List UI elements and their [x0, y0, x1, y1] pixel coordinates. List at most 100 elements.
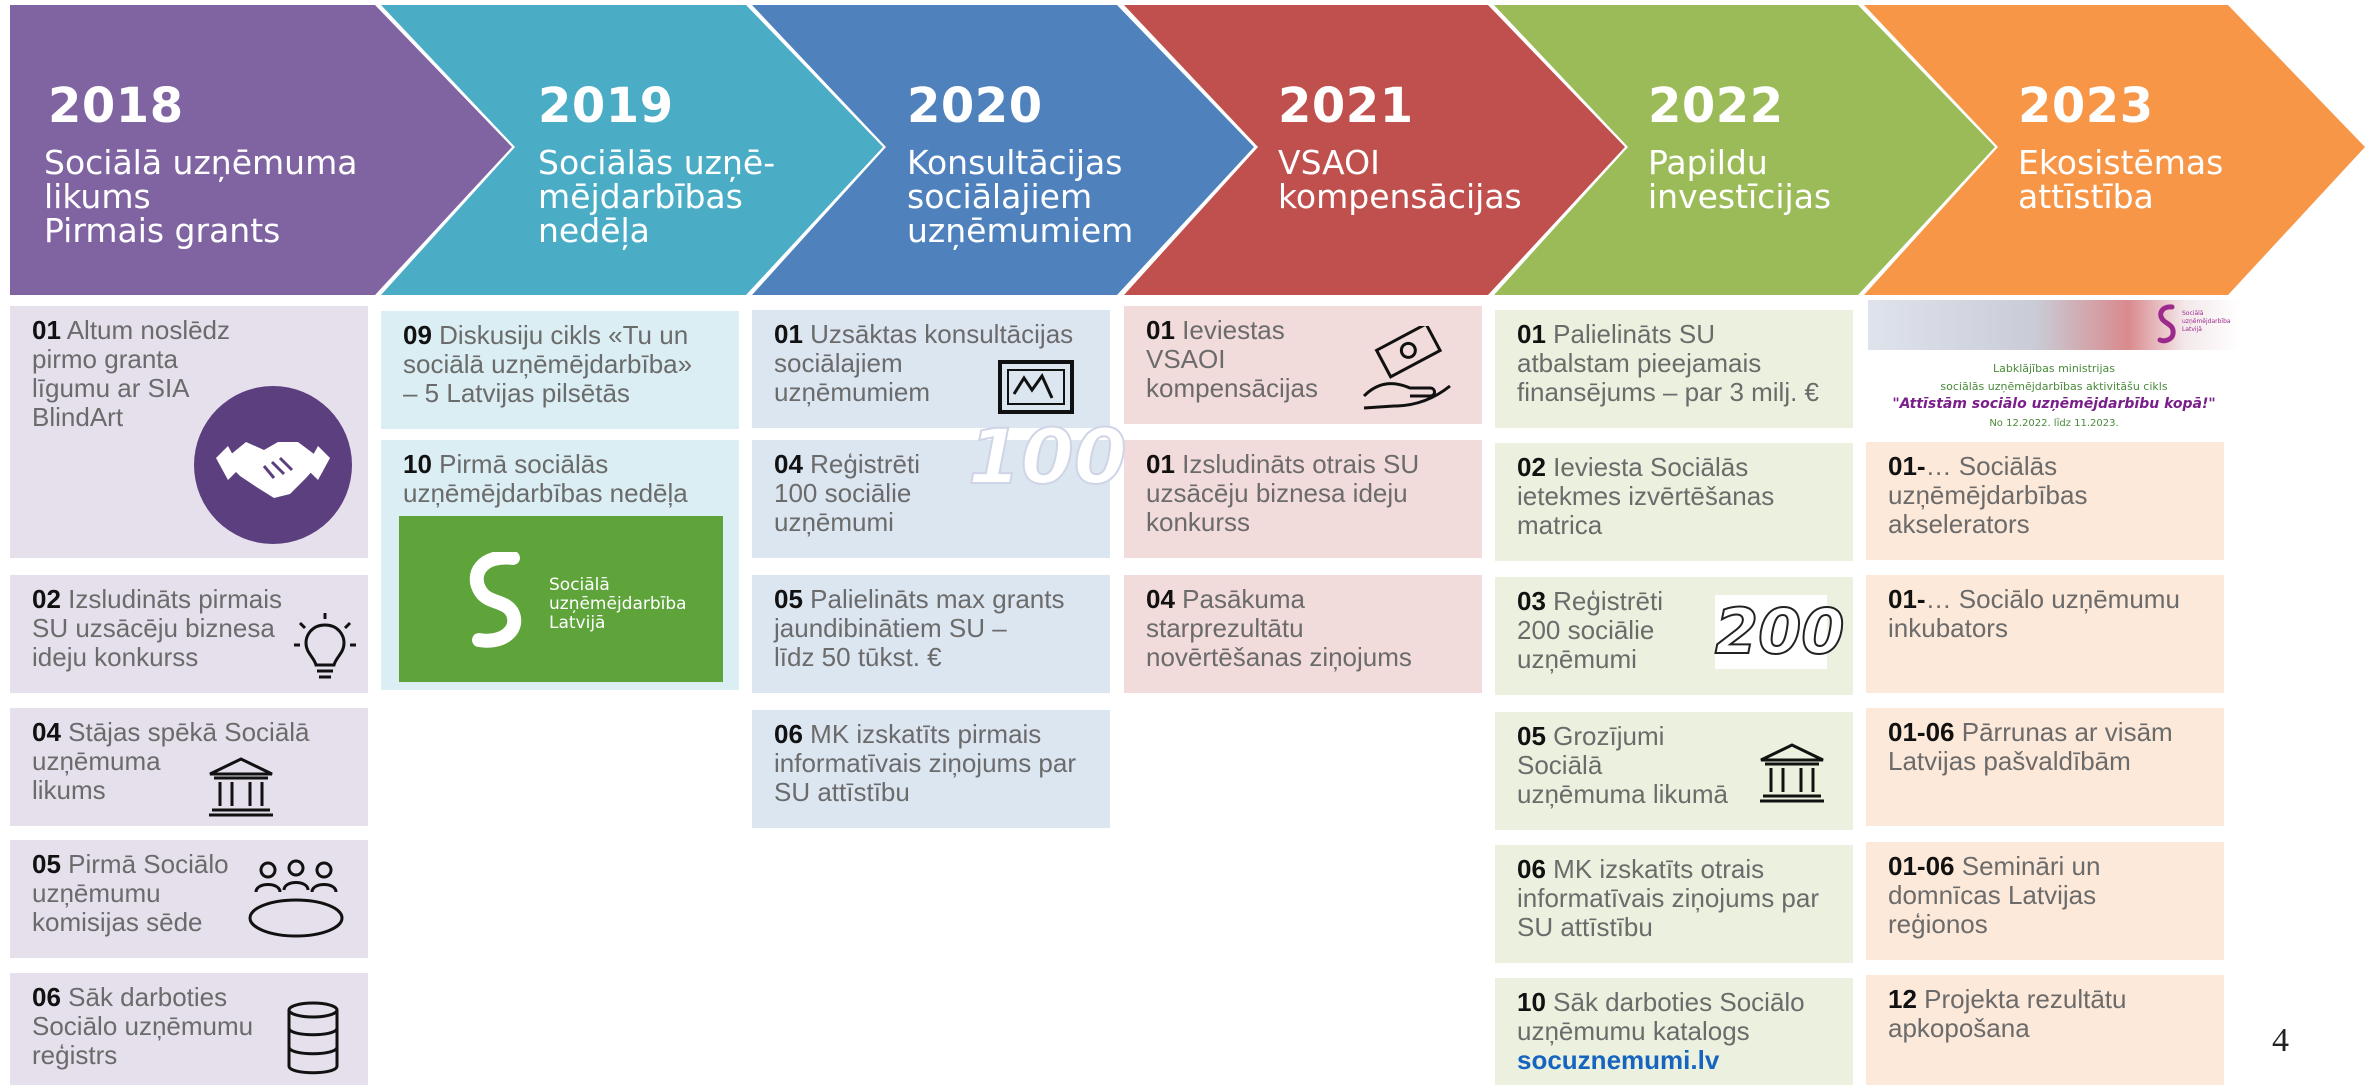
milestone-text: Pārrunas ar visām Latvijas pašvaldībām: [1888, 717, 2173, 776]
milestone-code: 05: [32, 849, 61, 879]
milestone-text: MK izskatīts otrais informatīvais ziņoju…: [1517, 854, 1819, 942]
milestone-card: 01-06 Pārrunas ar visām Latvijas pašvald…: [1866, 708, 2224, 826]
two-hundred-icon: 200: [1714, 594, 1845, 669]
year-label: 2021: [1278, 78, 1414, 134]
timeline-chevrons: [10, 5, 2365, 295]
milestone-code: 01-: [1888, 451, 1926, 481]
su-logo-text: Sociālā uzņēmējdarbība Latvijā: [549, 575, 687, 633]
banner-line-1: Labklājības ministrijas: [1992, 362, 2116, 375]
milestone-code: 10: [403, 449, 432, 479]
milestone-card: 10 Sāk darboties Sociālo uzņēmumu katalo…: [1495, 978, 1853, 1085]
milestone-card: 05 Pirmā Sociālo uzņēmumu komisijas sēde: [10, 840, 368, 958]
milestone-text: MK izskatīts pirmais informatīvais ziņoj…: [774, 719, 1076, 807]
milestone-code: 01: [1146, 449, 1175, 479]
milestone-card: 09 Diskusiju cikls «Tu un sociālā uzņēmē…: [381, 311, 739, 429]
banner-line-4: No 12.2022. līdz 11.2023.: [1989, 418, 2119, 429]
milestone-text: Izsludināts pirmais SU uzsācēju biznesa …: [32, 584, 283, 672]
milestone-code: 04: [32, 717, 61, 747]
su-logo-icon: Sociālā uzņēmējdarbība Latvijā: [399, 516, 723, 682]
milestone-text: Palielināts max grants jaundibinātiem SU…: [774, 584, 1065, 672]
chevron-2021: [1124, 5, 1625, 295]
milestone-card: 04 Reģistrēti 100 sociālie uzņēmumi 100: [752, 418, 1128, 558]
chevron-2018: [10, 5, 512, 295]
milestone-code: 02: [32, 584, 61, 614]
money-hand-icon: [1362, 326, 1451, 410]
milestone-code: 05: [774, 584, 803, 614]
catalog-link[interactable]: socuznemumi.lv: [1517, 1045, 1720, 1075]
ministry-logo-icon: [2157, 304, 2176, 344]
banner-logo-text: Sociālā uzņēmējdarbība Latvijā: [2182, 310, 2231, 333]
milestone-card: 05 Palielināts max grants jaundibinātiem…: [752, 575, 1110, 693]
milestone-card: 01-06 Semināri un domnīcas Latvijas reģi…: [1866, 842, 2224, 960]
head-2019: 2019 Sociālās uzņē- mējdarbības nedēļa: [500, 0, 880, 300]
milestone-card: 06 MK izskatīts otrais informatīvais ziņ…: [1495, 845, 1853, 963]
milestone-text: Ieviesta Sociālās ietekmes izvērtēšanas …: [1517, 452, 1775, 540]
milestone-text: Diskusiju cikls «Tu un sociālā uzņēmējda…: [403, 320, 693, 408]
year-subtitle: Sociālās uzņē- mējdarbības nedēļa: [538, 143, 776, 250]
institution-icon: [1760, 743, 1824, 803]
milestone-card: 02 Ieviesta Sociālās ietekmes izvērtēšan…: [1495, 443, 1853, 561]
head-2023: 2023 Ekosistēmas attīstība: [1980, 0, 2360, 300]
milestone-code: 06: [32, 982, 61, 1012]
milestone-text: Altum noslēdz pirmo granta līgumu ar SIA…: [32, 315, 231, 432]
milestone-card: 04 Pasākuma starprezultātu novērtēšanas …: [1124, 575, 1482, 693]
milestone-text: Reģistrēti 200 sociālie uzņēmumi: [1517, 586, 1663, 674]
milestone-text: Sāk darboties Sociālo uzņēmumu reģistrs: [32, 982, 254, 1070]
chevron-2020: [752, 5, 1254, 295]
milestone-code: 04: [774, 449, 803, 479]
milestone-code: 02: [1517, 452, 1546, 482]
milestone-code: 01-06: [1888, 851, 1955, 881]
lightbulb-icon: [294, 613, 356, 679]
head-2020: 2020 Konsultācijas sociālajiem uzņēmumie…: [870, 0, 1250, 300]
milestone-text: Izsludināts otrais SU uzsācēju biznesa i…: [1146, 449, 1420, 537]
milestone-text: Pirmā Sociālo uzņēmumu komisijas sēde: [32, 849, 229, 937]
milestone-text: Pasākuma starprezultātu novērtēšanas ziņ…: [1146, 584, 1412, 672]
milestone-code: 01: [1146, 315, 1175, 345]
milestone-code: 06: [774, 719, 803, 749]
milestone-code: 01: [774, 319, 803, 349]
banner-photo: [1868, 300, 2240, 350]
head-2018: 2018 Sociālā uzņēmuma likums Pirmais gra…: [0, 0, 500, 300]
milestone-card: 01 Palielināts SU atbalstam pieejamais f…: [1495, 310, 1853, 428]
database-icon: [287, 1001, 339, 1075]
head-2021: 2021 VSAOI kompensācijas: [1240, 0, 1620, 300]
milestone-card: 01 Ieviestas VSAOI kompensācijas: [1124, 306, 1482, 424]
milestone-card: 10 Pirmā sociālās uzņēmējdarbības nedēļa…: [381, 440, 739, 690]
milestone-text: Sāk darboties Sociālo uzņēmumu katalogs: [1517, 987, 1805, 1046]
milestone-code: 04: [1146, 584, 1175, 614]
milestone-card: 04 Stājas spēkā Sociālā uzņēmuma likums: [10, 708, 368, 826]
chevron-2023: [1864, 5, 2365, 295]
milestone-text: Projekta rezultātu apkopošana: [1888, 984, 2127, 1043]
milestone-code: 01-: [1888, 584, 1926, 614]
milestone-card: 05 Grozījumi Sociālā uzņēmuma likumā: [1495, 712, 1853, 830]
milestone-card: 01-… Sociālo uzņēmumu inkubators: [1866, 575, 2224, 693]
milestone-code: 01-06: [1888, 717, 1955, 747]
year-label: 2023: [2018, 78, 2154, 134]
year-subtitle: Konsultācijas sociālajiem uzņēmumiem: [907, 143, 1134, 250]
milestone-text: Pirmā sociālās uzņēmējdarbības nedēļa: [403, 449, 688, 508]
milestone-card: 02 Izsludināts pirmais SU uzsācēju bizne…: [10, 575, 368, 693]
handshake-icon: [194, 386, 352, 544]
milestone-code: 06: [1517, 854, 1546, 884]
su-s-logo-icon: [469, 552, 522, 648]
milestone-text: Uzsāktas konsultācijas sociālajiem uzņēm…: [774, 319, 1074, 407]
milestone-text: Grozījumi Sociālā uzņēmuma likumā: [1517, 721, 1728, 809]
milestone-code: 12: [1888, 984, 1917, 1014]
milestone-card: 01 Uzsāktas konsultācijas sociālajiem uz…: [752, 310, 1110, 428]
milestone-card: 01 Izsludināts otrais SU uzsācēju biznes…: [1124, 440, 1482, 558]
year-subtitle: Sociālā uzņēmuma likums Pirmais grants: [44, 143, 358, 250]
milestone-code: 01: [1517, 319, 1546, 349]
year-subtitle: Papildu investīcijas: [1648, 143, 1832, 216]
banner-line-2: sociālās uzņēmējdarbības aktivitāšu cikl…: [1940, 380, 2168, 393]
banner-line-3: "Attīstām sociālo uzņēmējdarbību kopā!": [1892, 396, 2216, 412]
milestone-text: Stājas spēkā Sociālā uzņēmuma likums: [32, 717, 310, 805]
milestone-text: … Sociālās uzņēmējdarbības akselerators: [1888, 451, 2088, 539]
institution-icon: [209, 757, 273, 817]
milestone-code: 03: [1517, 586, 1546, 616]
milestone-card: 06 Sāk darboties Sociālo uzņēmumu reģist…: [10, 973, 368, 1085]
chevron-2019: [381, 5, 883, 295]
year-label: 2020: [907, 78, 1043, 134]
milestone-code: 10: [1517, 987, 1546, 1017]
milestone-text: … Sociālo uzņēmumu inkubators: [1888, 584, 2180, 643]
milestone-text: Palielināts SU atbalstam pieejamais fina…: [1517, 319, 1820, 407]
